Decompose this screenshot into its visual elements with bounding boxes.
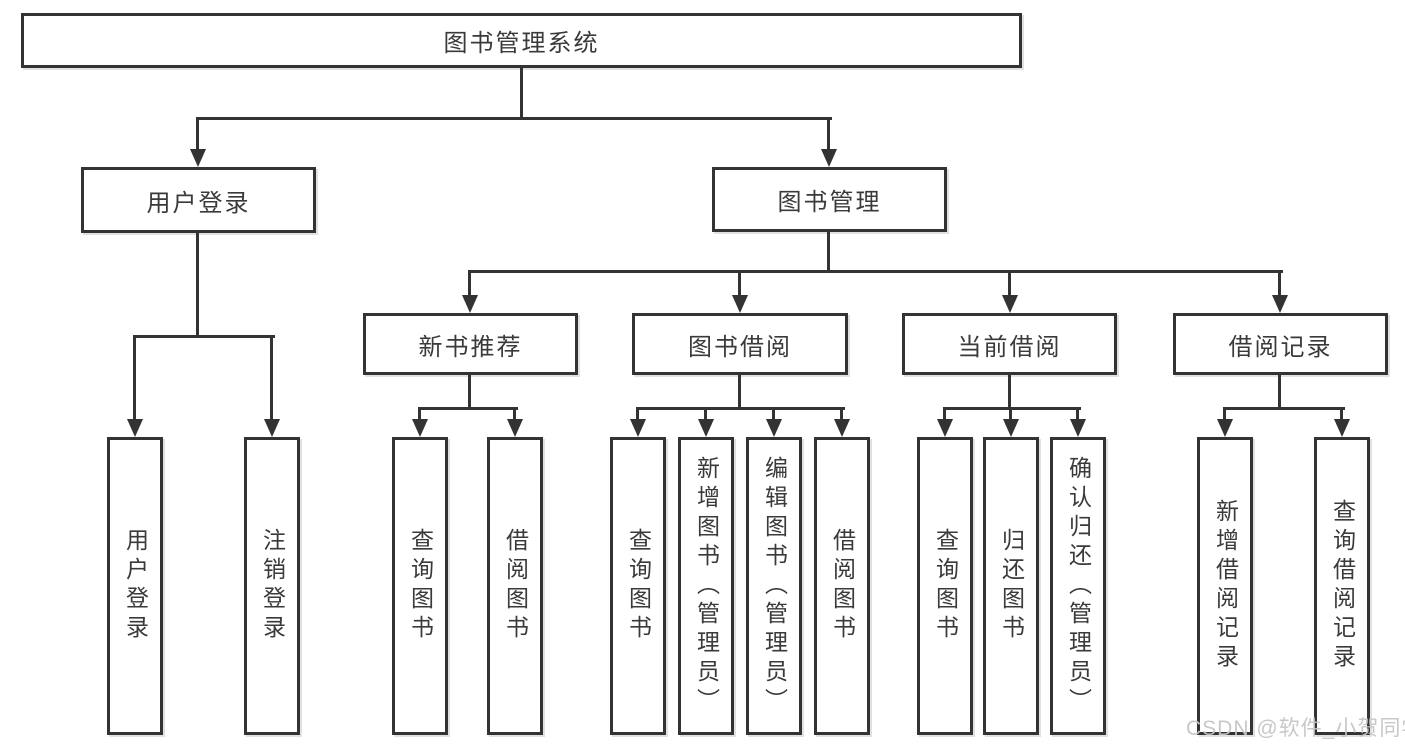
- connector-vline: [772, 407, 775, 421]
- leaf-user-login: 用户登录: [107, 437, 163, 735]
- connector-hline: [197, 117, 832, 120]
- leaf-add-book-admin-label: 新增图书（管理员）: [693, 455, 720, 717]
- node-new-book-recommend: 新书推荐: [363, 313, 578, 375]
- leaf-query-borrow-record-label: 查询借阅记录: [1329, 499, 1356, 673]
- leaf-return-book-label: 归还图书: [998, 528, 1025, 644]
- connector-vline: [133, 335, 136, 421]
- connector-hline: [945, 407, 1081, 410]
- leaf-confirm-return-admin-label: 确认归还（管理员）: [1065, 455, 1092, 717]
- leaf-logout-label: 注销登录: [259, 528, 286, 644]
- arrowhead-icon: [190, 149, 206, 167]
- leaf-query-books-recommend-label: 查询图书: [407, 528, 434, 644]
- node-borrow-records: 借阅记录: [1173, 313, 1388, 375]
- leaf-query-books-current-label: 查询图书: [932, 528, 959, 644]
- leaf-borrow-books-recommend: 借阅图书: [487, 437, 543, 735]
- arrowhead-icon: [698, 419, 714, 437]
- leaf-confirm-return-admin: 确认归还（管理员）: [1050, 437, 1106, 735]
- connector-vline: [1008, 375, 1011, 409]
- connector-vline: [196, 233, 199, 337]
- node-new-book-recommend-label: 新书推荐: [418, 333, 523, 361]
- node-user-login-label: 用户登录: [146, 189, 251, 217]
- node-borrow-records-label: 借阅记录: [1228, 333, 1333, 361]
- connector-hline: [420, 407, 518, 410]
- leaf-borrow-books-2: 借阅图书: [814, 437, 870, 735]
- arrowhead-icon: [1217, 419, 1233, 437]
- leaf-return-book: 归还图书: [983, 437, 1039, 735]
- node-book-management-label: 图书管理: [777, 189, 882, 216]
- connector-vline: [468, 270, 471, 297]
- leaf-edit-book-admin-label: 编辑图书（管理员）: [761, 455, 788, 717]
- arrowhead-icon: [462, 295, 478, 313]
- connector-vline: [636, 407, 639, 421]
- connector-vline: [827, 117, 830, 151]
- arrowhead-icon: [937, 419, 953, 437]
- connector-vline: [513, 407, 516, 421]
- leaf-add-borrow-record-label: 新增借阅记录: [1212, 499, 1239, 673]
- connector-vline: [270, 335, 273, 421]
- arrowhead-icon: [1003, 419, 1019, 437]
- connector-vline: [738, 270, 741, 297]
- node-user-login: 用户登录: [81, 167, 316, 233]
- connector-vline: [704, 407, 707, 421]
- connector-vline: [827, 232, 830, 272]
- arrowhead-icon: [1002, 295, 1018, 313]
- arrowhead-icon: [834, 419, 850, 437]
- arrowhead-icon: [1070, 419, 1086, 437]
- leaf-query-borrow-record: 查询借阅记录: [1314, 437, 1370, 735]
- leaf-query-books-current: 查询图书: [917, 437, 973, 735]
- arrowhead-icon: [264, 419, 280, 437]
- node-root: 图书管理系统: [21, 13, 1022, 68]
- leaf-query-books-borrow-label: 查询图书: [625, 528, 652, 644]
- connector-vline: [1223, 407, 1226, 421]
- connector-vline: [520, 68, 523, 117]
- csdn-watermark: CSDN @软件_小贺同学: [1186, 717, 1405, 740]
- connector-vline: [468, 375, 471, 409]
- connector-vline: [196, 117, 199, 151]
- leaf-query-books-recommend: 查询图书: [392, 437, 448, 735]
- node-book-borrow-label: 图书借阅: [688, 333, 792, 361]
- connector-vline: [418, 407, 421, 421]
- connector-vline: [1278, 375, 1281, 409]
- connector-hline: [470, 270, 1283, 273]
- connector-vline: [840, 407, 843, 421]
- leaf-edit-book-admin: 编辑图书（管理员）: [746, 437, 802, 735]
- leaf-query-books-borrow: 查询图书: [610, 437, 666, 735]
- connector-vline: [738, 375, 741, 409]
- connector-vline: [943, 407, 946, 421]
- leaf-logout: 注销登录: [244, 437, 300, 735]
- arrowhead-icon: [732, 295, 748, 313]
- arrowhead-icon: [1334, 419, 1350, 437]
- connector-hline: [1225, 407, 1345, 410]
- arrowhead-icon: [1272, 295, 1288, 313]
- connector-hline: [135, 335, 275, 338]
- connector-vline: [1278, 270, 1281, 297]
- node-book-management: 图书管理: [712, 167, 947, 232]
- arrowhead-icon: [127, 419, 143, 437]
- node-current-borrow: 当前借阅: [902, 313, 1117, 375]
- arrowhead-icon: [630, 419, 646, 437]
- leaf-borrow-books-recommend-label: 借阅图书: [502, 528, 529, 644]
- leaf-borrow-books-2-label: 借阅图书: [829, 528, 856, 644]
- connector-vline: [1009, 407, 1012, 421]
- connector-vline: [1076, 407, 1079, 421]
- arrowhead-icon: [507, 419, 523, 437]
- connector-vline: [1008, 270, 1011, 297]
- connector-vline: [1340, 407, 1343, 421]
- arrowhead-icon: [821, 149, 837, 167]
- node-book-borrow: 图书借阅: [632, 313, 848, 375]
- leaf-add-borrow-record: 新增借阅记录: [1197, 437, 1253, 735]
- arrowhead-icon: [766, 419, 782, 437]
- arrowhead-icon: [412, 419, 428, 437]
- connector-hline: [638, 407, 845, 410]
- node-current-borrow-label: 当前借阅: [957, 333, 1062, 361]
- leaf-user-login-label: 用户登录: [122, 528, 149, 644]
- node-root-label: 图书管理系统: [443, 30, 600, 57]
- leaf-add-book-admin: 新增图书（管理员）: [678, 437, 734, 735]
